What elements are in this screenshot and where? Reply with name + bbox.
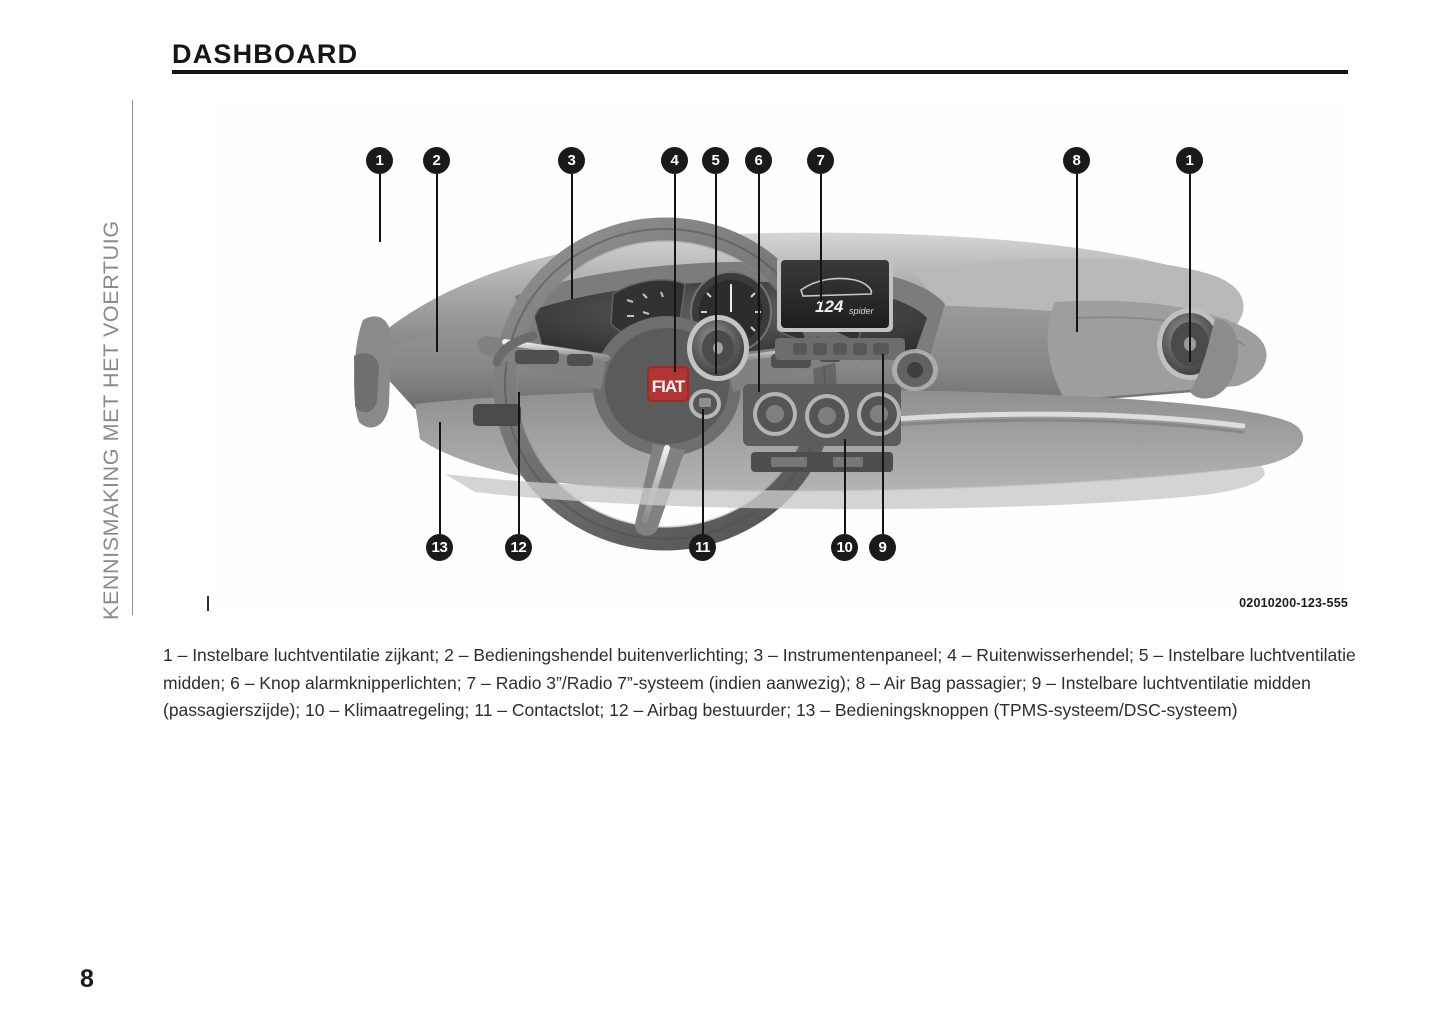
callout-1-top: 1	[366, 147, 393, 174]
dashboard-illustration: FIAT 124 spider	[354, 217, 1304, 551]
callout-2-top: 2	[423, 147, 450, 174]
climate-control-panel	[743, 384, 901, 472]
callout-12-bottom: 12	[505, 534, 532, 561]
callout-5-top-leader	[715, 174, 717, 374]
callout-10-bottom: 10	[831, 534, 858, 561]
callout-7-top-leader	[820, 174, 822, 302]
figure-left-tick-mark	[207, 596, 209, 611]
callout-13-bottom: 13	[426, 534, 453, 561]
callout-8-top: 8	[1063, 147, 1090, 174]
infotainment-screen: 124 spider	[777, 256, 893, 332]
callout-12-bottom-leader	[518, 392, 520, 534]
callout-13-bottom-leader	[439, 422, 441, 534]
callout-1-right-top-leader	[1189, 174, 1191, 362]
ignition-switch	[689, 389, 721, 419]
sidebar-divider-rule	[132, 100, 133, 615]
callout-9-bottom: 9	[869, 534, 896, 561]
fiat-logo-badge: FIAT	[647, 366, 689, 402]
callout-3-top-leader	[571, 174, 573, 299]
callout-9-bottom-leader	[882, 354, 884, 534]
callout-11-bottom: 11	[689, 534, 716, 561]
callout-6-top-leader	[758, 174, 760, 392]
title-underline-rule	[172, 70, 1348, 74]
callout-6-top: 6	[745, 147, 772, 174]
callout-5-top: 5	[702, 147, 729, 174]
figure-caption: 1 – Instelbare luchtventilatie zijkant; …	[163, 645, 1356, 720]
svg-text:spider: spider	[849, 306, 875, 316]
svg-text:FIAT: FIAT	[652, 377, 686, 396]
callout-1-top-leader	[379, 174, 381, 242]
passenger-center-air-vent	[892, 349, 938, 391]
hazard-button	[793, 343, 889, 355]
svg-text:124: 124	[815, 297, 844, 316]
callout-1-right-top: 1	[1176, 147, 1203, 174]
callout-4-top: 4	[661, 147, 688, 174]
page-title: DASHBOARD	[172, 39, 359, 69]
callout-3-top: 3	[558, 147, 585, 174]
chapter-title-vertical: KENNISMAKING MET HET VOERTUIG	[99, 220, 123, 620]
callout-8-top-leader	[1076, 174, 1078, 332]
callout-4-top-leader	[674, 174, 676, 372]
left-side-air-vent	[354, 316, 392, 428]
center-air-vent-left	[687, 315, 749, 381]
callout-10-bottom-leader	[844, 439, 846, 534]
callout-2-top-leader	[436, 174, 438, 352]
callout-7-top: 7	[807, 147, 834, 174]
callout-11-bottom-leader	[702, 409, 704, 534]
page-number: 8	[80, 965, 94, 993]
figure-reference-code: 02010200-123-555	[1239, 596, 1348, 610]
light-stalk	[492, 331, 538, 367]
